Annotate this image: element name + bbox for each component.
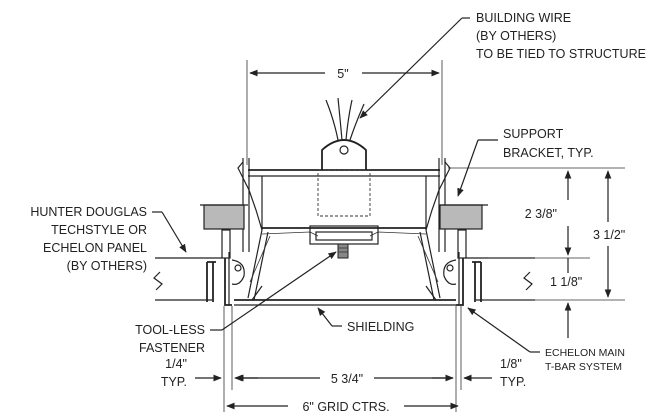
dim-grid-centers: 6" GRID CTRS. — [302, 400, 389, 414]
panel-label-2: TECHSTYLE OR — [51, 223, 147, 237]
fastener-label-2: FASTENER — [139, 341, 205, 355]
dimension-lines — [195, 60, 625, 412]
support-bracket-label-2: BRACKET, TYP. — [503, 146, 594, 160]
panel-label-3: ECHELON PANEL — [43, 241, 147, 255]
panel-label-1: HUNTER DOUGLAS — [30, 205, 147, 219]
support-bracket-label-1: SUPPORT — [503, 127, 564, 141]
dim-height-upper: 2 3/8" — [525, 207, 557, 221]
dim-inner-width: 5 3/4" — [331, 372, 363, 386]
dim-right-gap-value: 1/8" — [500, 357, 522, 371]
dim-height-lower: 1 1/8" — [550, 275, 582, 289]
building-wire-label-1: BUILDING WIRE — [476, 11, 571, 25]
fastener-label-1: TOOL-LESS — [135, 323, 205, 337]
dim-left-gap-typ: TYP. — [161, 375, 187, 389]
building-wire-label-3: TO BE TIED TO STRUCTURE — [476, 47, 646, 61]
tbar-label-2: T-BAR SYSTEM — [545, 361, 622, 373]
fixture-structure — [153, 97, 535, 306]
dim-right-gap-typ: TYP. — [500, 375, 526, 389]
panel-label-4: (BY OTHERS) — [67, 259, 147, 273]
dim-left-gap-value: 1/4" — [165, 357, 187, 371]
dim-top-width: 5" — [337, 67, 348, 81]
building-wire-label-2: (BY OTHERS) — [476, 29, 556, 43]
shielding-label: SHIELDING — [347, 320, 414, 334]
leader-lines — [152, 17, 540, 353]
dim-height-total: 3 1/2" — [593, 228, 625, 242]
annotation-labels: BUILDING WIRE (BY OTHERS) TO BE TIED TO … — [30, 11, 646, 414]
tbar-label-1: ECHELON MAIN — [545, 347, 625, 359]
